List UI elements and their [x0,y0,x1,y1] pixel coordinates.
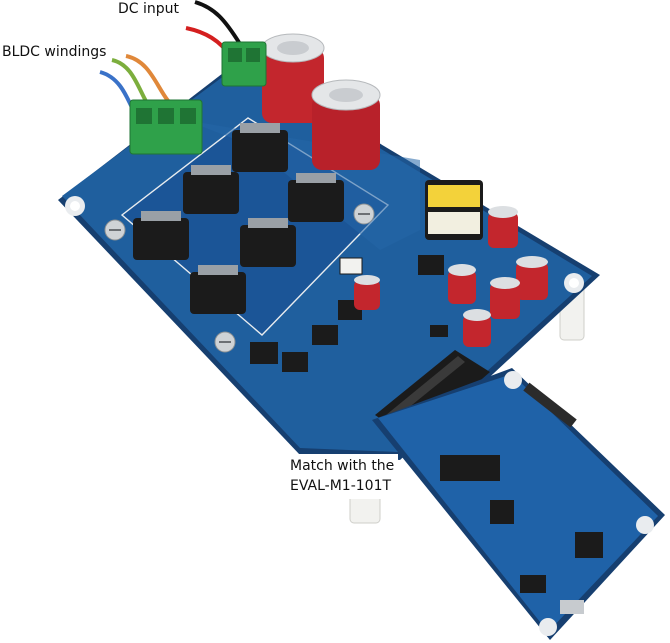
mosfet-array [133,123,344,314]
bulk-capacitors [261,33,381,170]
usb-port-icon [560,600,584,614]
dc-input-terminal-icon [185,0,267,87]
match-line1: Match with the [290,458,395,474]
match-line2: EVAL-M1-101T [290,478,392,494]
transformer-icon [425,180,483,240]
bldc-windings-label: BLDC windings [2,44,107,60]
match-annotation: Match with the EVAL-M1-101T [284,454,399,499]
electrolytic-capacitor-icon [311,79,381,170]
control-board [372,368,665,640]
bldc-winding-terminal-icon [99,54,203,155]
small-capacitors [354,206,548,347]
mosfet-icon [183,165,239,214]
mosfet-icon [288,173,344,222]
mosfet-icon [133,211,189,260]
mounting-screws [104,203,375,353]
dc-input-label: DC input [118,1,180,17]
mosfet-icon [190,265,246,314]
mosfet-icon [240,218,296,267]
mosfet-icon [232,123,288,172]
electrolytic-capacitor-icon [261,33,325,123]
